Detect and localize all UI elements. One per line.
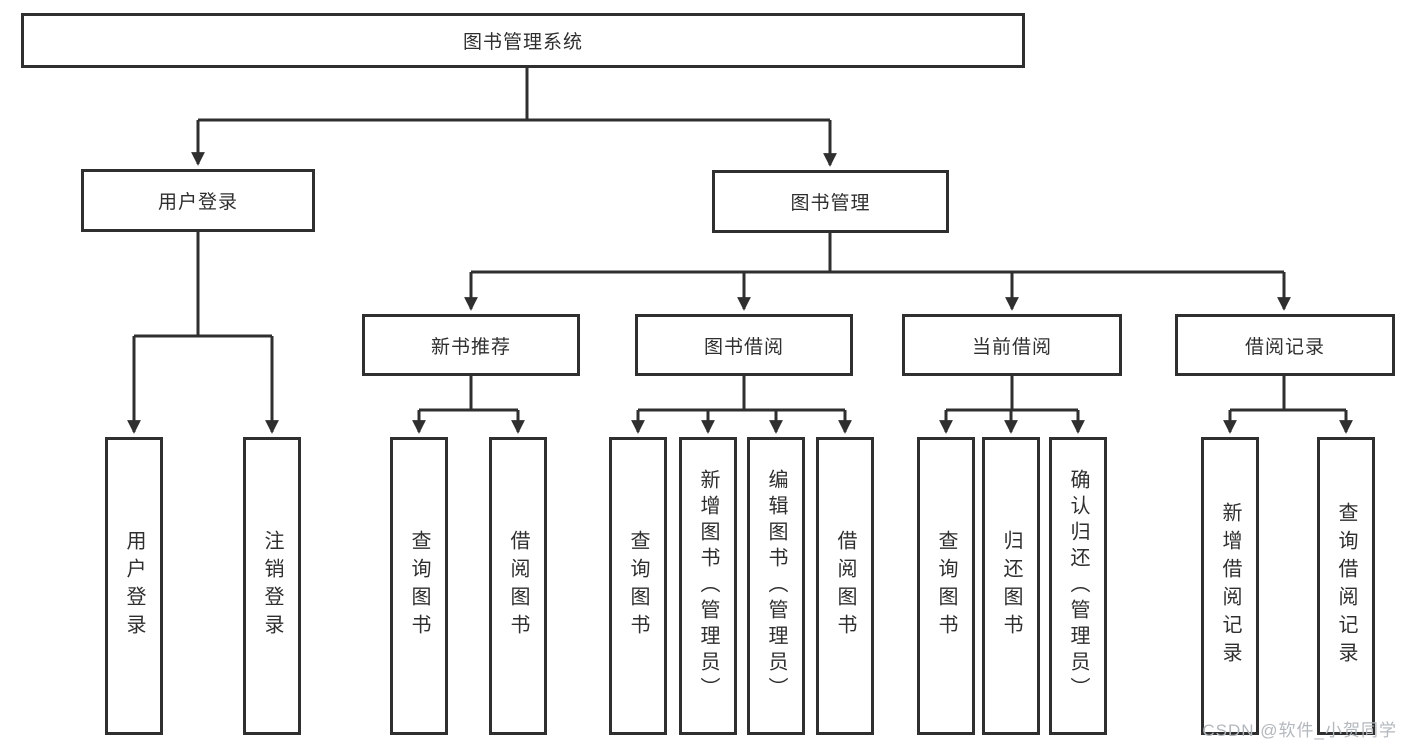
leaf-logout-label: 注销登录: [261, 530, 283, 642]
leaf-query-book-current: 查询图书: [917, 437, 975, 735]
leaf-borrow-book-recommend-label: 借阅图书: [507, 530, 529, 642]
node-root-library-system: 图书管理系统: [21, 13, 1025, 68]
leaf-query-book-current-label: 查询图书: [935, 530, 957, 642]
node-book-management: 图书管理: [712, 170, 949, 233]
leaf-edit-book-admin-label: 编辑图书（管理员）: [765, 469, 787, 703]
leaf-borrow-book-recommend: 借阅图书: [489, 437, 547, 735]
leaf-query-borrow-record-label: 查询借阅记录: [1335, 502, 1357, 670]
leaf-query-borrow-record: 查询借阅记录: [1317, 437, 1375, 735]
node-borrowing-records-label: 借阅记录: [1244, 336, 1325, 358]
leaf-user-login-label: 用户登录: [123, 530, 145, 642]
leaf-borrow-book: 借阅图书: [816, 437, 874, 735]
leaf-query-book-recommend-label: 查询图书: [408, 530, 430, 642]
node-new-book-recommend: 新书推荐: [362, 314, 580, 376]
node-current-borrowing-label: 当前借阅: [971, 336, 1052, 358]
leaf-add-borrow-record-label: 新增借阅记录: [1219, 502, 1241, 670]
leaf-confirm-return-admin: 确认归还（管理员）: [1049, 437, 1107, 735]
csdn-watermark: CSDN @软件_小贺同学: [1202, 721, 1397, 740]
node-current-borrowing: 当前借阅: [902, 314, 1122, 376]
leaf-logout: 注销登录: [243, 437, 301, 735]
node-user-login-label: 用户登录: [157, 192, 238, 213]
leaf-borrow-book-label: 借阅图书: [834, 530, 856, 642]
leaf-edit-book-admin: 编辑图书（管理员）: [747, 437, 805, 735]
node-user-login: 用户登录: [81, 169, 315, 232]
leaf-add-book-admin: 新增图书（管理员）: [679, 437, 737, 735]
node-book-management-label: 图书管理: [790, 193, 871, 214]
node-root-label: 图书管理系统: [462, 32, 583, 53]
leaf-query-book-borrow-label: 查询图书: [627, 530, 649, 642]
leaf-add-book-admin-label: 新增图书（管理员）: [697, 469, 719, 703]
node-borrowing-records: 借阅记录: [1175, 314, 1395, 376]
node-book-borrowing: 图书借阅: [635, 314, 853, 376]
leaf-user-login: 用户登录: [105, 437, 163, 735]
leaf-return-book-label: 归还图书: [1000, 530, 1022, 642]
node-new-book-recommend-label: 新书推荐: [430, 336, 511, 358]
connector-group: [127, 68, 1353, 434]
leaf-add-borrow-record: 新增借阅记录: [1201, 437, 1259, 735]
node-book-borrowing-label: 图书借阅: [703, 336, 784, 358]
leaf-query-book-recommend: 查询图书: [390, 437, 448, 735]
leaf-return-book: 归还图书: [982, 437, 1040, 735]
leaf-query-book-borrow: 查询图书: [609, 437, 667, 735]
leaf-confirm-return-admin-label: 确认归还（管理员）: [1067, 469, 1089, 703]
